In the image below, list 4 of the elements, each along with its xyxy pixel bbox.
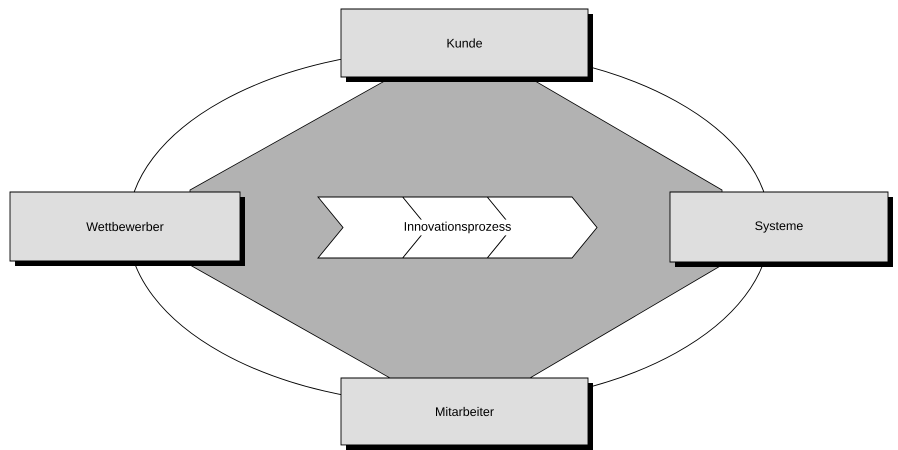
label-box: Kunde: [340, 8, 593, 82]
label-box: Mitarbeiter: [340, 378, 593, 450]
label-box: Systeme: [670, 192, 893, 267]
label-box: Wettbewerber: [10, 192, 245, 266]
